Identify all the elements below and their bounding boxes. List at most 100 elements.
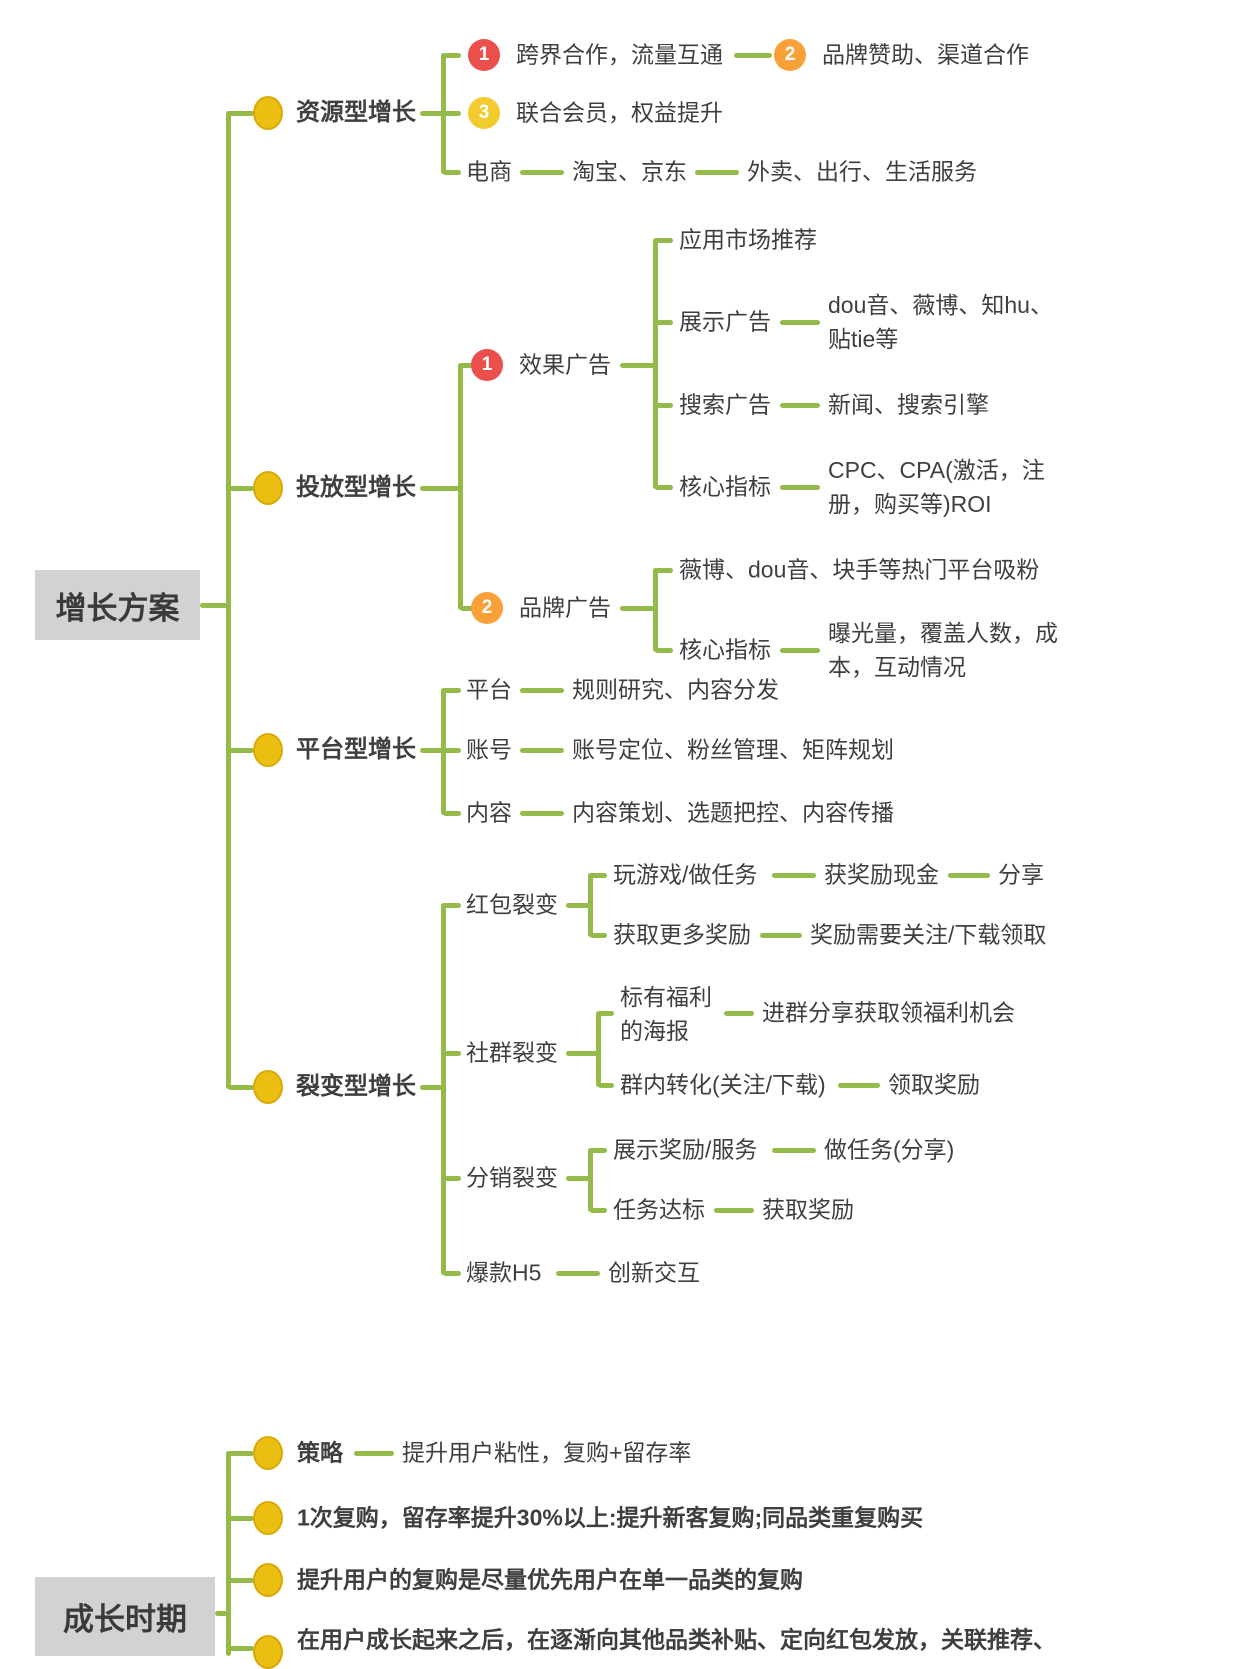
topic-dot-handle[interactable]: [253, 96, 283, 130]
node-taobao-jd[interactable]: 淘宝、京东: [572, 158, 687, 185]
branch-line: [443, 53, 461, 58]
node-platform-detail[interactable]: 规则研究、内容分发: [572, 676, 779, 703]
node-display-ads-platforms[interactable]: dou音、薇博、知hu、贴tie等: [828, 292, 1053, 352]
branch-line: [200, 603, 228, 608]
branch-line: [420, 486, 460, 491]
node-distribution-fission[interactable]: 分销裂变: [466, 1164, 558, 1191]
node-single-category-repurchase[interactable]: 提升用户的复购是尽量优先用户在单一品类的复购: [297, 1566, 803, 1593]
branch-line: [772, 1148, 816, 1153]
node-strategy[interactable]: 策略: [297, 1439, 343, 1466]
node-hot-h5[interactable]: 爆款H5: [466, 1259, 542, 1286]
node-category-expansion[interactable]: 在用户成长起来之后，在逐渐向其他品类补贴、定向红包发放，关联推荐、: [297, 1626, 1056, 1653]
branch-line: [520, 811, 564, 816]
node-search-ads-channels[interactable]: 新闻、搜索引擎: [828, 391, 989, 418]
branch-line: [588, 1148, 593, 1212]
branch-line: [772, 873, 816, 878]
topic-dot-handle[interactable]: [253, 1436, 283, 1470]
branch-line: [653, 238, 658, 489]
node-platform[interactable]: 平台: [466, 676, 512, 703]
node-display-ads[interactable]: 展示广告: [679, 308, 771, 335]
node-effect-ads[interactable]: 效果广告: [519, 351, 611, 378]
branch-line: [420, 111, 445, 116]
topic-dot-handle[interactable]: [253, 1635, 283, 1669]
branch-line: [443, 1271, 461, 1276]
node-account[interactable]: 账号: [466, 736, 512, 763]
node-reward-follow-download[interactable]: 奖励需要关注/下载领取: [810, 921, 1047, 948]
node-platform-growth[interactable]: 平台型增长: [296, 736, 416, 763]
node-brand-ads-platforms[interactable]: 薇博、dou音、块手等热门平台吸粉: [679, 556, 1040, 583]
priority-1-icon: 1: [471, 349, 503, 381]
node-community-fission[interactable]: 社群裂变: [466, 1039, 558, 1066]
root-growth-stage-node[interactable]: 成长时期: [35, 1577, 215, 1656]
branch-line: [443, 748, 461, 753]
node-share[interactable]: 分享: [998, 861, 1044, 888]
branch-line: [228, 111, 254, 116]
branch-line: [443, 1051, 461, 1056]
branch-line: [556, 1271, 600, 1276]
topic-dot-handle[interactable]: [253, 471, 283, 505]
branch-line: [734, 53, 772, 58]
branch-line: [655, 648, 673, 653]
node-cross-cooperation[interactable]: 跨界合作，流量互通: [516, 41, 723, 68]
node-innovative-interaction[interactable]: 创新交互: [608, 1259, 700, 1286]
branch-line: [780, 320, 820, 325]
node-core-metrics-brand[interactable]: 核心指标: [679, 636, 771, 663]
branch-line: [620, 606, 655, 611]
node-core-metrics-effect[interactable]: 核心指标: [679, 473, 771, 500]
node-repurchase-retention[interactable]: 1次复购，留存率提升30%以上:提升新客复购;同品类重复购买: [297, 1504, 924, 1531]
topic-dot-handle[interactable]: [253, 1563, 283, 1597]
branch-line: [655, 320, 673, 325]
node-joint-membership[interactable]: 联合会员，权益提升: [516, 99, 723, 126]
node-local-services[interactable]: 外卖、出行、生活服务: [747, 158, 977, 185]
node-content[interactable]: 内容: [466, 799, 512, 826]
node-more-rewards[interactable]: 获取更多奖励: [613, 921, 751, 948]
branch-line: [714, 1208, 754, 1213]
branch-line: [948, 873, 990, 878]
branch-line: [590, 933, 607, 938]
topic-dot-handle[interactable]: [253, 733, 283, 767]
node-ads-growth[interactable]: 投放型增长: [296, 474, 416, 501]
node-task-reached[interactable]: 任务达标: [613, 1196, 705, 1223]
branch-line: [655, 485, 673, 490]
node-resource-growth[interactable]: 资源型增长: [296, 99, 416, 126]
node-join-group-share[interactable]: 进群分享获取领福利机会: [762, 999, 1015, 1026]
branch-line: [443, 170, 461, 175]
branch-line: [590, 1208, 607, 1213]
node-fission-growth[interactable]: 裂变型增长: [296, 1073, 416, 1100]
branch-line: [460, 363, 474, 368]
branch-line: [228, 1578, 254, 1583]
node-cash-reward[interactable]: 获奖励现金: [824, 861, 939, 888]
node-group-conversion[interactable]: 群内转化(关注/下载): [620, 1071, 826, 1098]
node-account-detail[interactable]: 账号定位、粉丝管理、矩阵规划: [572, 736, 894, 763]
node-app-market[interactable]: 应用市场推荐: [679, 226, 817, 253]
node-get-reward[interactable]: 获取奖励: [762, 1196, 854, 1223]
node-core-metrics-brand-detail[interactable]: 曝光量，覆盖人数，成本，互动情况: [828, 620, 1058, 680]
root-growth-plan-node[interactable]: 增长方案: [35, 570, 200, 640]
node-ecommerce[interactable]: 电商: [466, 158, 512, 185]
topic-dot-handle[interactable]: [253, 1070, 283, 1104]
branch-line: [228, 1085, 254, 1090]
branch-line: [598, 1083, 614, 1088]
node-brand-ads[interactable]: 品牌广告: [519, 594, 611, 621]
branch-line: [780, 648, 820, 653]
node-brand-sponsor[interactable]: 品牌赞助、渠道合作: [822, 41, 1029, 68]
branch-line: [354, 1451, 394, 1456]
node-redpacket-fission[interactable]: 红包裂变: [466, 891, 558, 918]
priority-2-icon: 2: [774, 39, 806, 71]
node-strategy-detail[interactable]: 提升用户粘性，复购+留存率: [402, 1439, 692, 1466]
branch-line: [724, 1011, 754, 1016]
node-do-task-share[interactable]: 做任务(分享): [824, 1136, 955, 1163]
node-content-detail[interactable]: 内容策划、选题把控、内容传播: [572, 799, 894, 826]
node-core-metrics-effect-detail[interactable]: CPC、CPA(激活，注册，购买等)ROI: [828, 457, 1045, 517]
node-play-tasks[interactable]: 玩游戏/做任务: [613, 861, 758, 888]
branch-line: [590, 873, 607, 878]
branch-line: [596, 1011, 601, 1087]
branch-line: [655, 403, 673, 408]
node-show-rewards[interactable]: 展示奖励/服务: [613, 1136, 758, 1163]
node-welfare-poster[interactable]: 标有福利的海报: [620, 984, 712, 1044]
branch-line: [443, 688, 461, 693]
topic-dot-handle[interactable]: [253, 1501, 283, 1535]
branch-line: [780, 485, 820, 490]
node-search-ads[interactable]: 搜索广告: [679, 391, 771, 418]
node-claim-reward[interactable]: 领取奖励: [888, 1071, 980, 1098]
